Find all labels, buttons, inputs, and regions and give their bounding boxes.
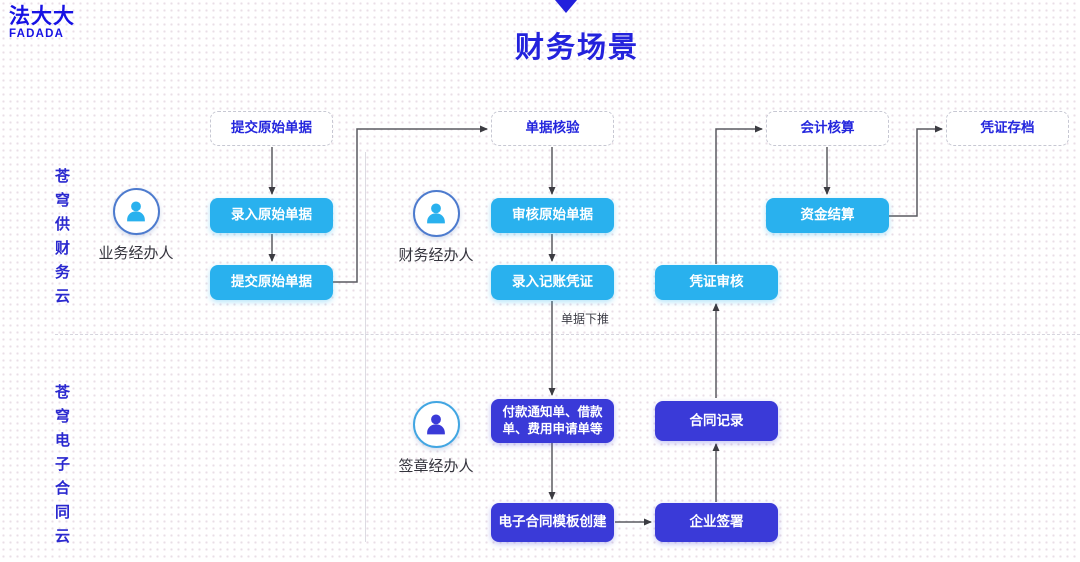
connector-line xyxy=(889,125,943,217)
person-glyph xyxy=(427,414,445,434)
node-enter-bookkeeping-voucher: 录入记账凭证 xyxy=(491,265,614,300)
node-fund-settlement: 资金结算 xyxy=(766,198,889,233)
node-voucher-archive: 凭证存档 xyxy=(946,111,1069,146)
node-review-original-doc: 审核原始单据 xyxy=(491,198,614,233)
lane-divider-horizontal xyxy=(55,334,1080,335)
connector-line xyxy=(715,125,763,264)
node-contract-record: 合同记录 xyxy=(655,401,778,441)
lane-label-econtract-cloud: 苍穹电子合同云 xyxy=(53,384,70,552)
node-accounting-calc: 会计核算 xyxy=(766,111,889,146)
actor-signature-handler: 签章经办人 xyxy=(391,401,481,476)
actor-business-handler: 业务经办人 xyxy=(91,188,181,263)
lane-label-kingdee-finance-cloud: 苍穹供财务云 xyxy=(53,168,70,312)
fadada-logo: 法大大 FADADA xyxy=(9,5,75,41)
logo-chinese-text: 法大大 xyxy=(9,5,75,28)
node-doc-verify: 单据核验 xyxy=(491,111,614,146)
node-submit-original-doc: 提交原始单据 xyxy=(210,265,333,300)
edge-label-doc-pushdown: 单据下推 xyxy=(561,312,610,326)
title-arrow-icon xyxy=(555,0,577,13)
actor-label: 签章经办人 xyxy=(398,458,474,475)
connector-line xyxy=(333,125,488,283)
person-icon xyxy=(412,190,460,237)
actor-label: 财务经办人 xyxy=(398,247,474,264)
person-icon xyxy=(112,188,160,235)
node-submit-original-doc-entry: 提交原始单据 xyxy=(210,111,333,146)
page-title: 财务场景 xyxy=(514,32,640,64)
node-enterprise-sign: 企业签署 xyxy=(655,503,778,542)
person-glyph xyxy=(127,201,145,221)
node-enter-original-doc: 录入原始单据 xyxy=(210,198,333,233)
node-payment-notice-docs: 付款通知单、借款单、费用申请单等 xyxy=(491,399,614,443)
actor-label: 业务经办人 xyxy=(98,245,174,262)
lane-divider-vertical xyxy=(365,152,366,542)
node-econtract-template-create: 电子合同模板创建 xyxy=(491,503,614,542)
actor-finance-handler: 财务经办人 xyxy=(391,190,481,265)
person-glyph xyxy=(427,203,445,223)
person-icon xyxy=(412,401,460,448)
node-voucher-review: 凭证审核 xyxy=(655,265,778,300)
logo-english-text: FADADA xyxy=(9,28,65,41)
